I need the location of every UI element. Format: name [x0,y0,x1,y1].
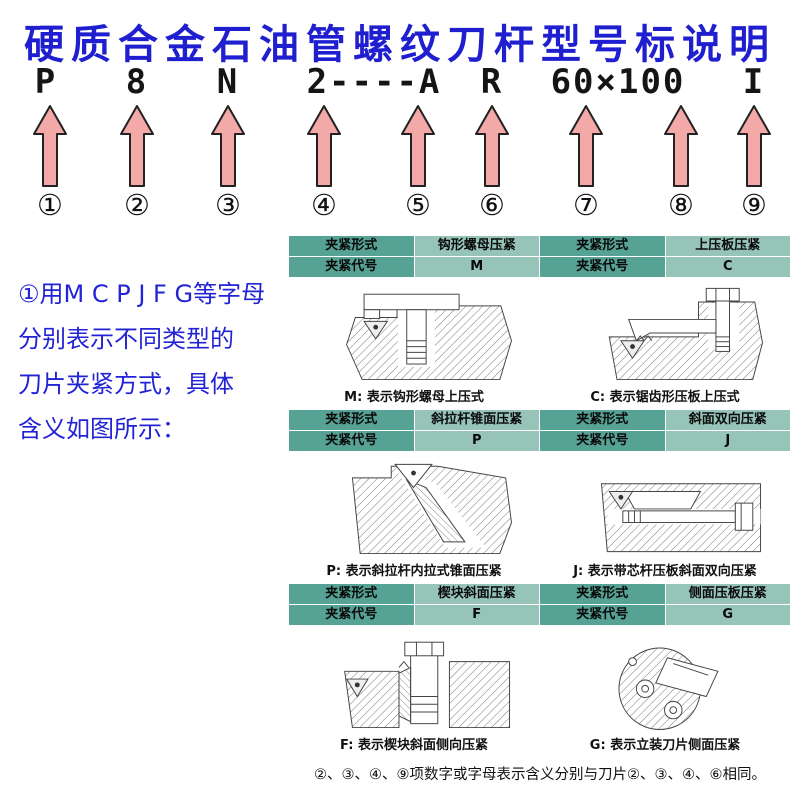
clamp-drawing-p [289,452,539,562]
code-part-dims: 60×100 [550,62,686,102]
clamp-cell-m: 夹紧形式 钩形螺母压紧 夹紧代号 M [289,236,539,410]
up-arrow-icon [32,104,68,188]
code-label: 夹紧代号 [289,605,414,625]
form-value: 斜拉杆锥面压紧 [414,410,539,430]
up-arrow-icon [210,104,246,188]
code-label: 夹紧代号 [289,257,414,277]
clamp-caption: J: 表示带芯杆压板斜面双向压紧 [573,564,757,579]
note-line: ①用M C P J F G等字母 [18,280,266,308]
note-line: 刀片夹紧方式，具体 [18,370,234,398]
code-value: P [414,431,539,451]
up-arrow-icon [119,104,155,188]
clamp-drawing-f [289,626,539,736]
clamp-drawing-j [540,452,790,562]
code-value: J [665,431,790,451]
indicator-number: ④ [311,188,337,222]
form-label: 夹紧形式 [289,584,414,604]
clamp-drawing-c [540,278,790,388]
clamp-caption: P: 表示斜拉杆内拉式锥面压紧 [326,564,502,579]
up-arrow-icon [736,104,772,188]
indicator-number: ⑦ [573,188,599,222]
clamp-caption: G: 表示立装刀片侧面压紧 [589,738,741,753]
form-label: 夹紧形式 [540,236,665,256]
code-part-series: 2----A [306,62,442,102]
code-part-hand: R [480,62,504,102]
form-label: 夹紧形式 [289,410,414,430]
up-arrow-icon [474,104,510,188]
code-value: C [665,257,790,277]
clamp-drawing-g [540,626,790,736]
code-value: M [414,257,539,277]
form-value: 钩形螺母压紧 [414,236,539,256]
note-line: 分别表示不同类型的 [18,325,234,353]
code-label: 夹紧代号 [540,257,665,277]
clamp-caption: M: 表示钩形螺母上压式 [344,390,484,405]
clamp-explanation-note: ①用M C P J F G等字母 分别表示不同类型的 刀片夹紧方式，具体 含义如… [18,272,290,452]
up-arrow-icon [568,104,604,188]
form-value: 侧面压板压紧 [665,584,790,604]
clamp-cell-j: 夹紧形式 斜面双向压紧 夹紧代号 J [540,410,790,584]
indicator-number: ⑥ [479,188,505,222]
footer-note: ②、③、④、⑨项数字或字母表示含义分别与刀片②、③、④、⑥相同。 [314,767,766,783]
clamp-cell-p: 夹紧形式 斜拉杆锥面压紧 夹紧代号 P P: 表示斜拉杆内拉式锥面压紧 [289,410,539,584]
form-label: 夹紧形式 [540,584,665,604]
clamp-cell-c: 夹紧形式 上压板压紧 夹紧代号 C [540,236,790,410]
code-part-size: 8 [125,62,149,102]
indicator-number: ③ [215,188,241,222]
up-arrow-icon [400,104,436,188]
clamp-caption: F: 表示楔块斜面侧向压紧 [340,738,488,753]
clamp-caption: C: 表示锯齿形压板上压式 [590,390,740,405]
form-value: 斜面双向压紧 [665,410,790,430]
indicator-number: ② [124,188,150,222]
up-arrow-icon [306,104,342,188]
page-title: 硬质合金石油管螺纹刀杆型号标说明 [24,22,776,68]
code-value: F [414,605,539,625]
code-part-type: N [216,62,240,102]
form-label: 夹紧形式 [540,410,665,430]
indicator-number: ⑤ [405,188,431,222]
indicator-number: ⑨ [741,188,767,222]
indicator-number: ⑧ [668,188,694,222]
clamp-cell-g: 夹紧形式 侧面压板压紧 夹紧代号 G G: 表示立装刀片侧 [540,584,790,758]
indicator-number: ① [37,188,63,222]
form-value: 楔块斜面压紧 [414,584,539,604]
form-value: 上压板压紧 [665,236,790,256]
note-line: 含义如图所示： [18,415,186,443]
code-value: G [665,605,790,625]
code-label: 夹紧代号 [289,431,414,451]
code-part-clamp: P [34,62,58,102]
up-arrow-icon [663,104,699,188]
code-label: 夹紧代号 [540,431,665,451]
code-part-last: I [742,62,766,102]
clamp-cell-f: 夹紧形式 楔块斜面压紧 夹紧代号 F [289,584,539,758]
form-label: 夹紧形式 [289,236,414,256]
clamp-drawing-m [289,278,539,388]
code-label: 夹紧代号 [540,605,665,625]
clamp-type-table: 夹紧形式 钩形螺母压紧 夹紧代号 M [289,236,791,758]
